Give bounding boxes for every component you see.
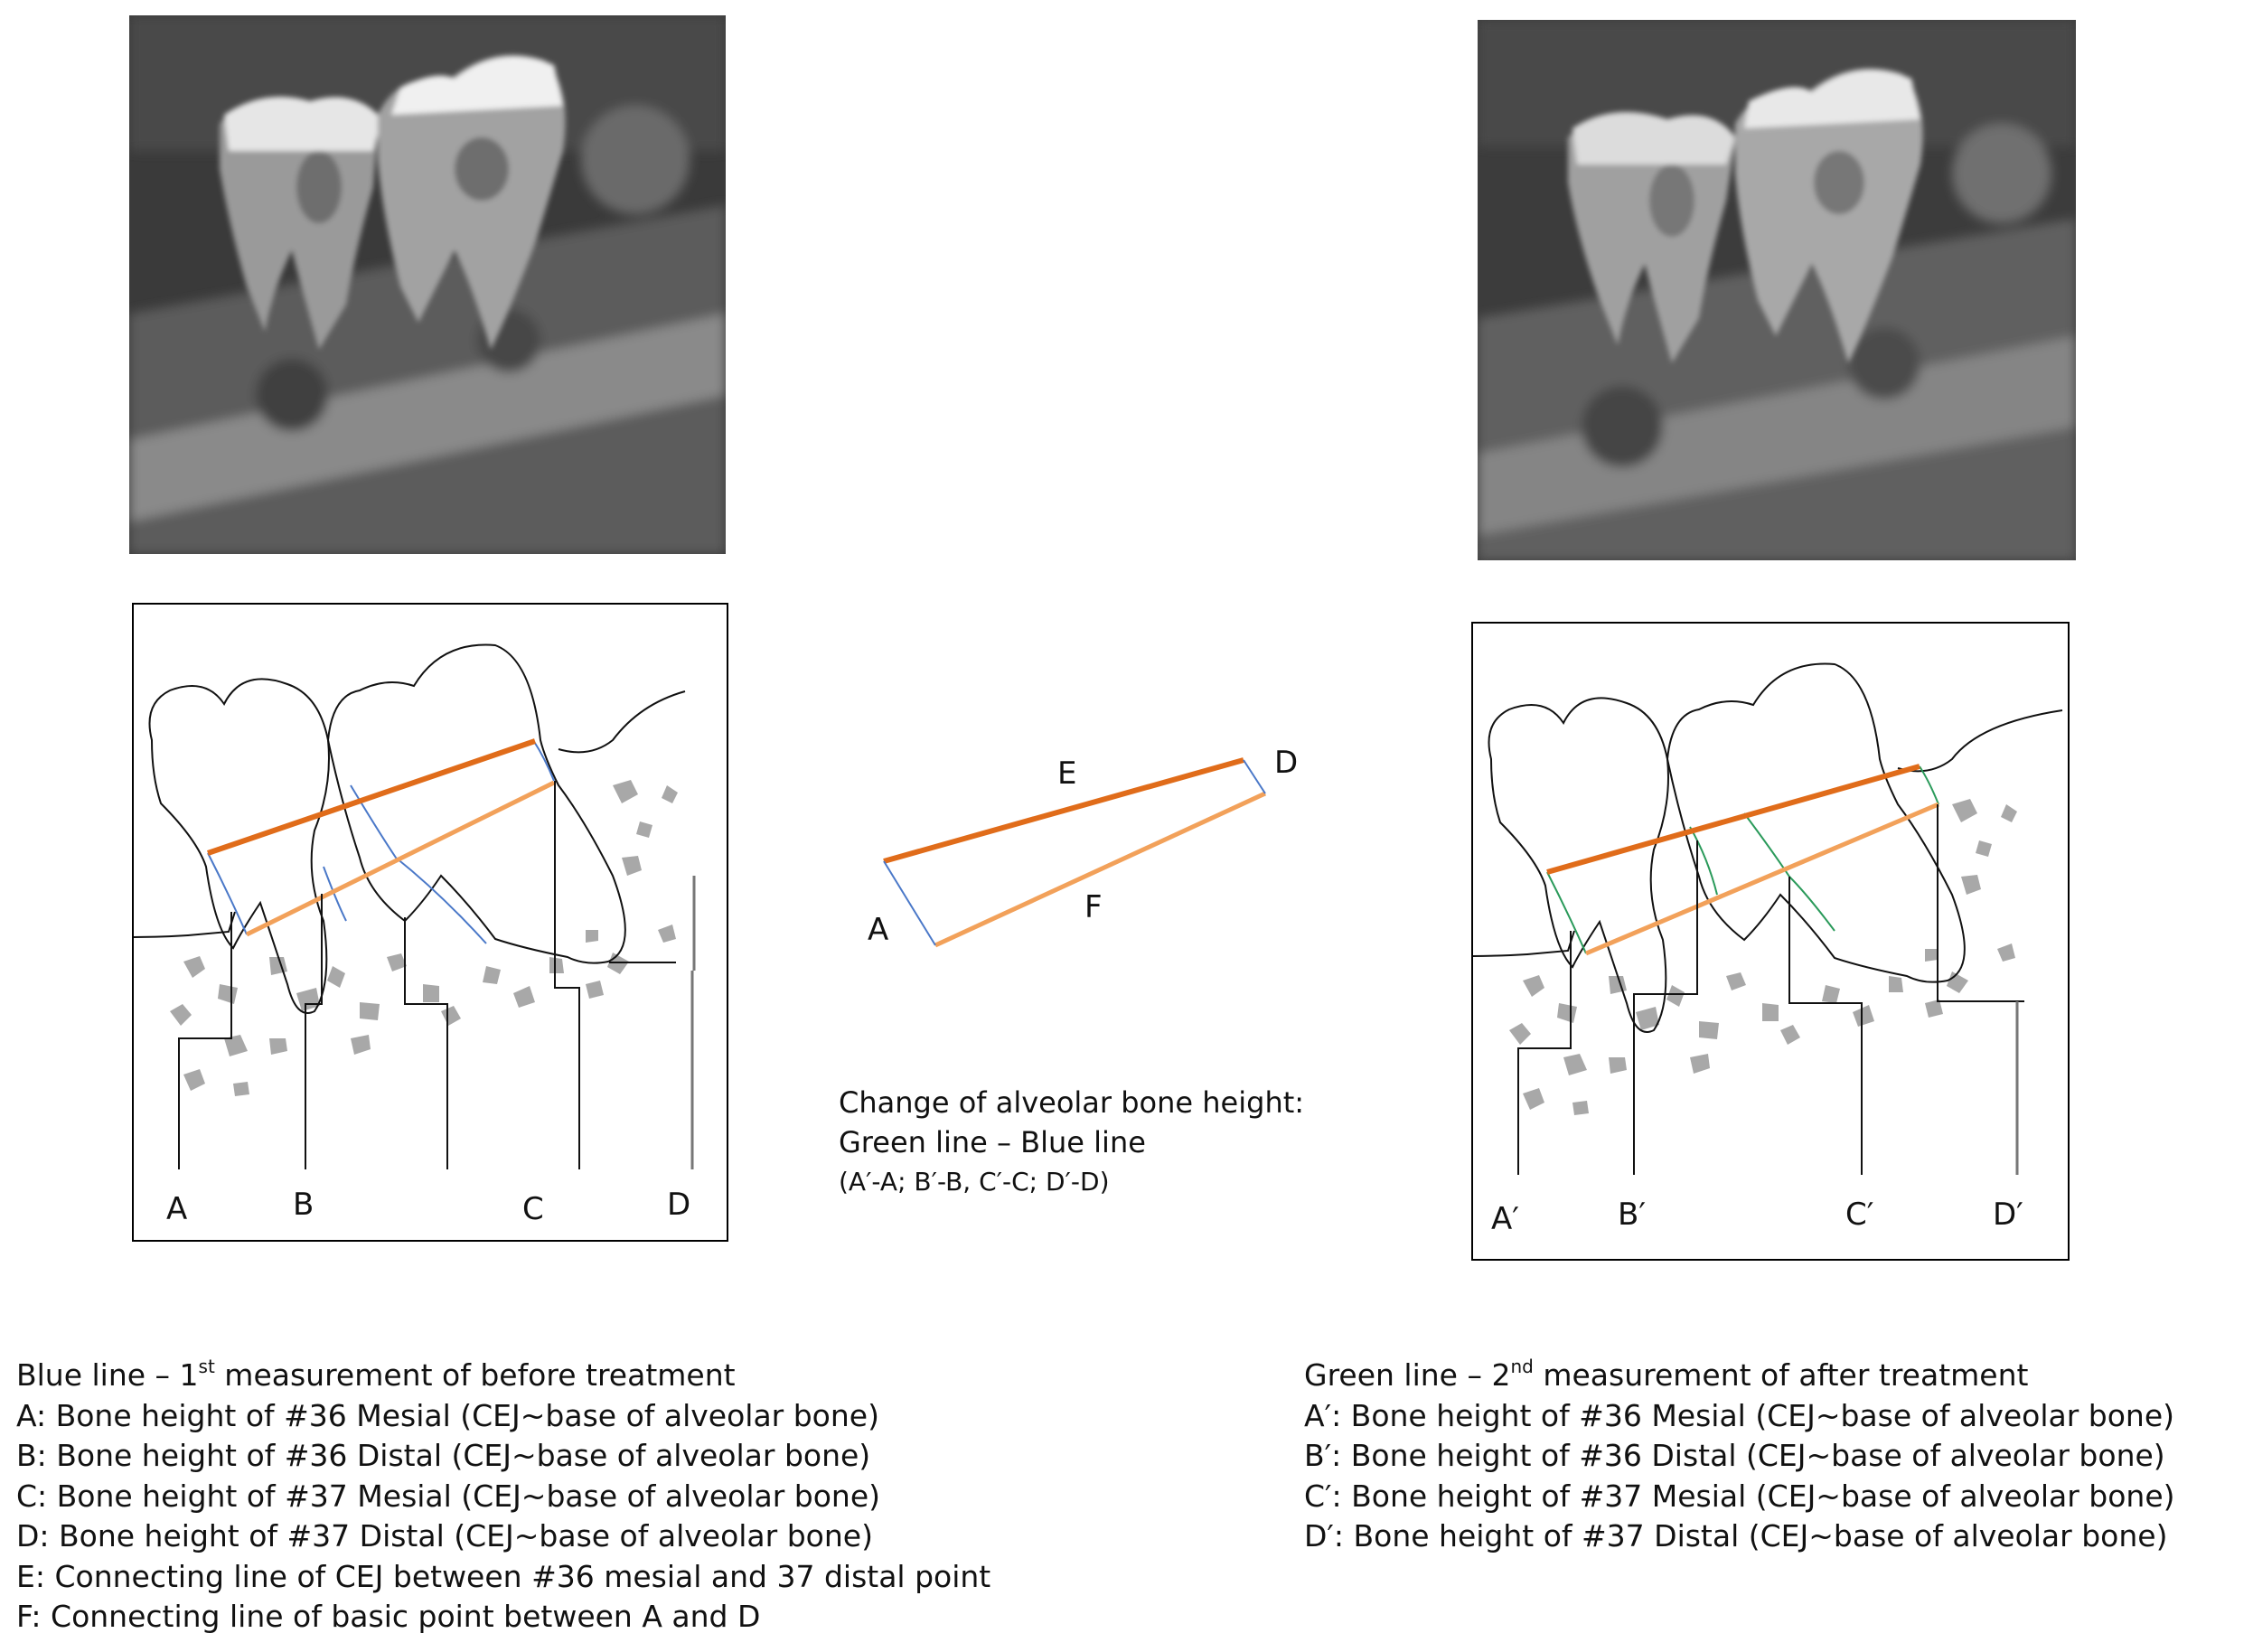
label-d: D: [667, 1187, 690, 1223]
label-b: B: [293, 1187, 314, 1223]
schematic-panel-before: A B C D: [124, 603, 728, 1242]
label-a-prime: A′: [1491, 1201, 1519, 1237]
legend-item: A: Bone height of #36 Mesial (CEJ~base o…: [16, 1397, 879, 1433]
legend-before-title: Blue line – 1st measurement of before tr…: [16, 1356, 736, 1393]
label-d-mid: D: [1274, 745, 1298, 781]
legend-item: D: Bone height of #37 Distal (CEJ~base o…: [16, 1518, 873, 1553]
label-d-prime: D′: [1993, 1197, 2023, 1233]
green-measurement-lines: [1546, 765, 1939, 954]
note-line-2: Green line – Blue line: [839, 1125, 1146, 1159]
legend-item: D′: Bone height of #37 Distal (CEJ~base …: [1304, 1518, 2168, 1553]
label-c-prime: C′: [1845, 1197, 1873, 1233]
legend-after-title: Green line – 2nd measurement of after tr…: [1304, 1356, 2029, 1393]
label-f: F: [1084, 889, 1103, 925]
bone-height-steps: [178, 781, 676, 1169]
schematic-ef: E F A D: [868, 745, 1298, 948]
bone-texture: [170, 780, 678, 1096]
legend-item: C: Bone height of #37 Mesial (CEJ~base o…: [16, 1478, 881, 1514]
legend-item: C′: Bone height of #37 Mesial (CEJ~base …: [1304, 1478, 2175, 1514]
bone-texture-after: [1509, 799, 2017, 1115]
label-c: C: [522, 1191, 544, 1227]
schematic-panel-after: A′ B′ C′ D′: [1463, 622, 2070, 1261]
legend-item: A′: Bone height of #36 Mesial (CEJ~base …: [1304, 1397, 2175, 1433]
label-a-mid: A: [868, 912, 888, 948]
label-a: A: [166, 1191, 187, 1227]
label-e: E: [1057, 756, 1076, 792]
note-line-3: (A′-A; B′-B, C′-C; D′-D): [839, 1167, 1110, 1197]
bone-height-steps-after: [1517, 804, 2024, 1175]
change-note: Change of alveolar bone height: Green li…: [839, 1083, 1304, 1202]
legend-before: Blue line – 1st measurement of before tr…: [16, 1356, 990, 1638]
legend-item: E: Connecting line of CEJ between #36 me…: [16, 1558, 991, 1594]
legend-item: B′: Bone height of #36 Distal (CEJ~base …: [1304, 1438, 2165, 1473]
blue-measurement-lines: [207, 739, 555, 944]
legend-item: B: Bone height of #36 Distal (CEJ~base o…: [16, 1438, 871, 1473]
legend-item: F: Connecting line of basic point betwee…: [16, 1599, 761, 1634]
xray-after-image: [1478, 20, 2076, 560]
label-b-prime: B′: [1618, 1197, 1646, 1233]
note-line-1: Change of alveolar bone height:: [839, 1085, 1305, 1120]
legend-after: Green line – 2nd measurement of after tr…: [1304, 1356, 2175, 1557]
xray-before-image: [129, 15, 726, 554]
